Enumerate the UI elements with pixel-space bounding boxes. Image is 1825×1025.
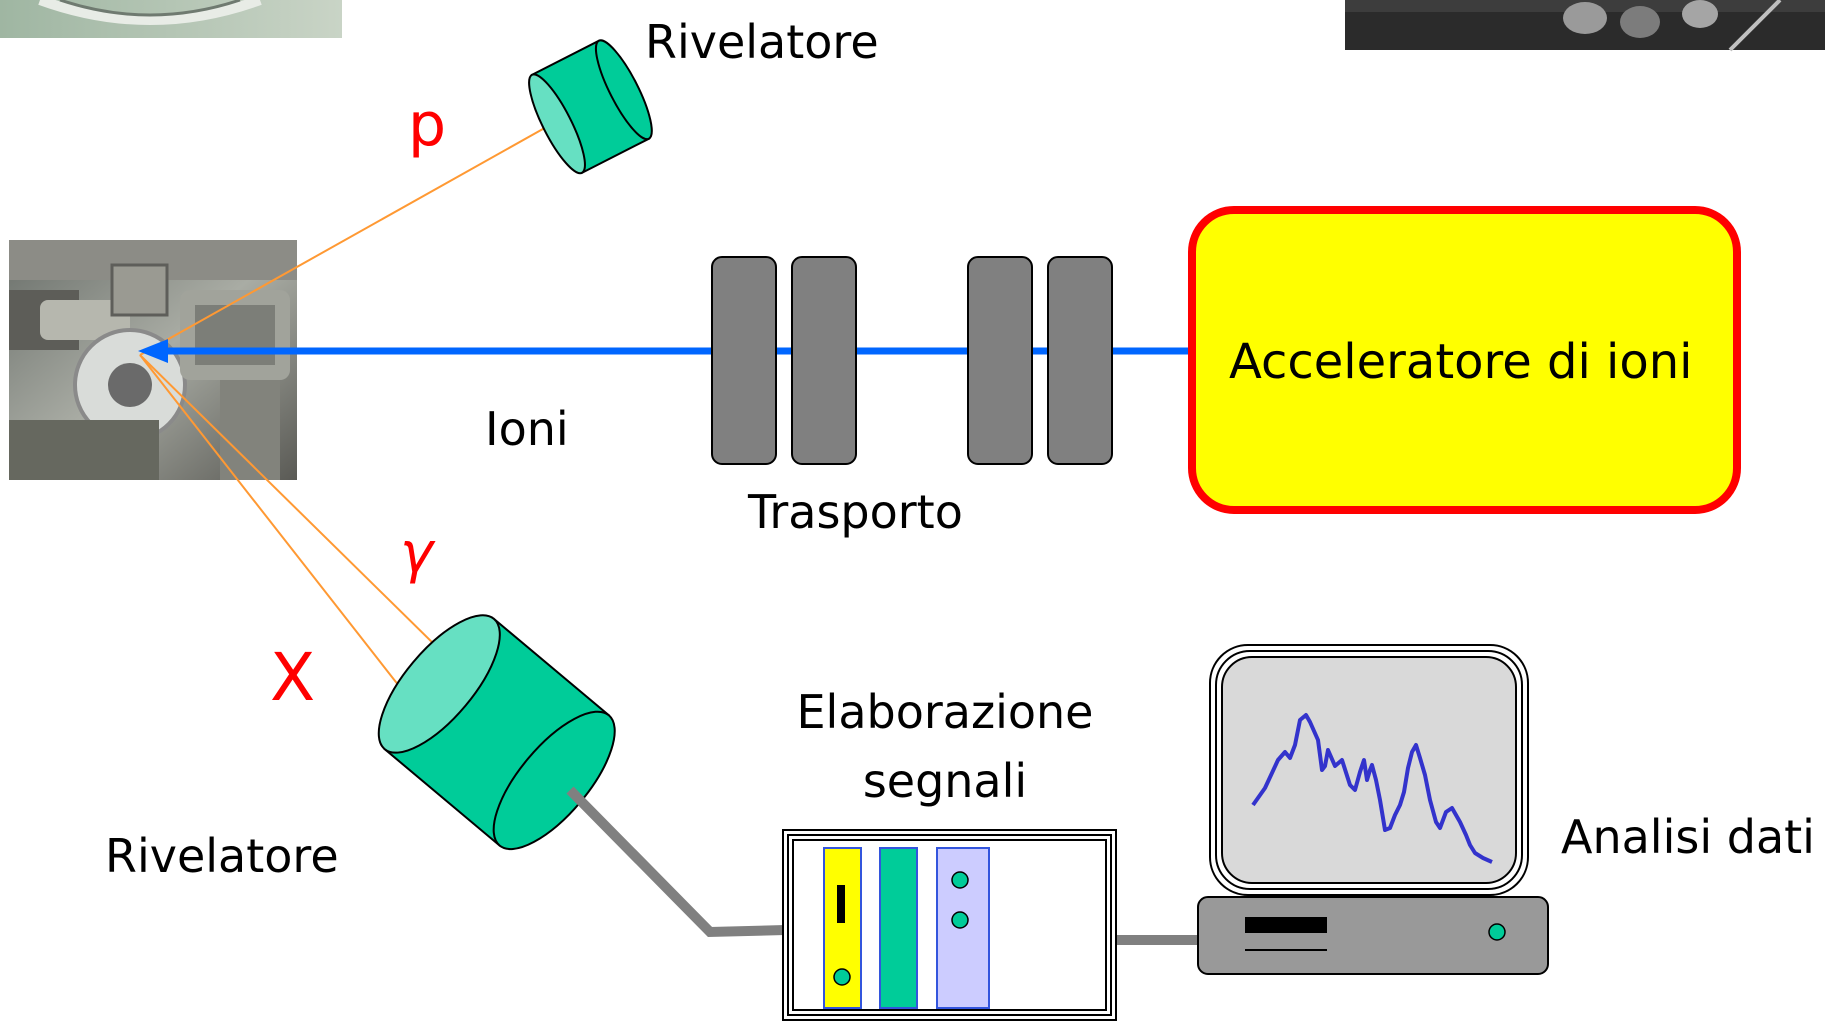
signal-processing-label-line1: Elaborazione [796, 685, 1093, 739]
module-lavender [936, 847, 990, 1009]
data-analysis-label: Analisi dati [1561, 810, 1815, 864]
ions-label: Ioni [485, 402, 569, 456]
sample-chamber-photo [9, 240, 297, 480]
spectrum-trace [1251, 713, 1493, 864]
detector-top [528, 39, 653, 175]
signal-processing-rack [782, 829, 1117, 1021]
computer-monitor-icon [1209, 644, 1529, 896]
ray-x [139, 354, 411, 701]
signal-processing-label-line2: segnali [863, 754, 1027, 808]
accelerator-box [1188, 206, 1741, 514]
magnet-2 [791, 256, 857, 465]
accelerator-label: Acceleratore di ioni [1229, 334, 1693, 390]
computer-base [1197, 896, 1549, 975]
cable-detector-to-electronics [566, 786, 786, 938]
emission-rays [139, 124, 551, 701]
corner-photo-top-left [0, 0, 342, 38]
magnet-3 [967, 256, 1033, 465]
detector-bottom-label: Rivelatore [105, 829, 339, 883]
cables [566, 786, 1198, 945]
transport-label: Trasporto [747, 485, 963, 539]
ray-gamma [139, 354, 441, 651]
transport-magnets [711, 256, 1113, 465]
particle-x-label: X [270, 639, 315, 716]
corner-photo-top-right [1345, 0, 1825, 52]
detector-top-label: Rivelatore [645, 15, 879, 69]
detector-bottom [377, 614, 616, 851]
magnet-4 [1047, 256, 1113, 465]
module-green [879, 847, 918, 1009]
particle-p-label: p [408, 90, 446, 160]
ray-p [139, 124, 551, 356]
particle-gamma-label: γ [400, 521, 436, 586]
magnet-1 [711, 256, 777, 465]
module-yellow [823, 847, 862, 1009]
